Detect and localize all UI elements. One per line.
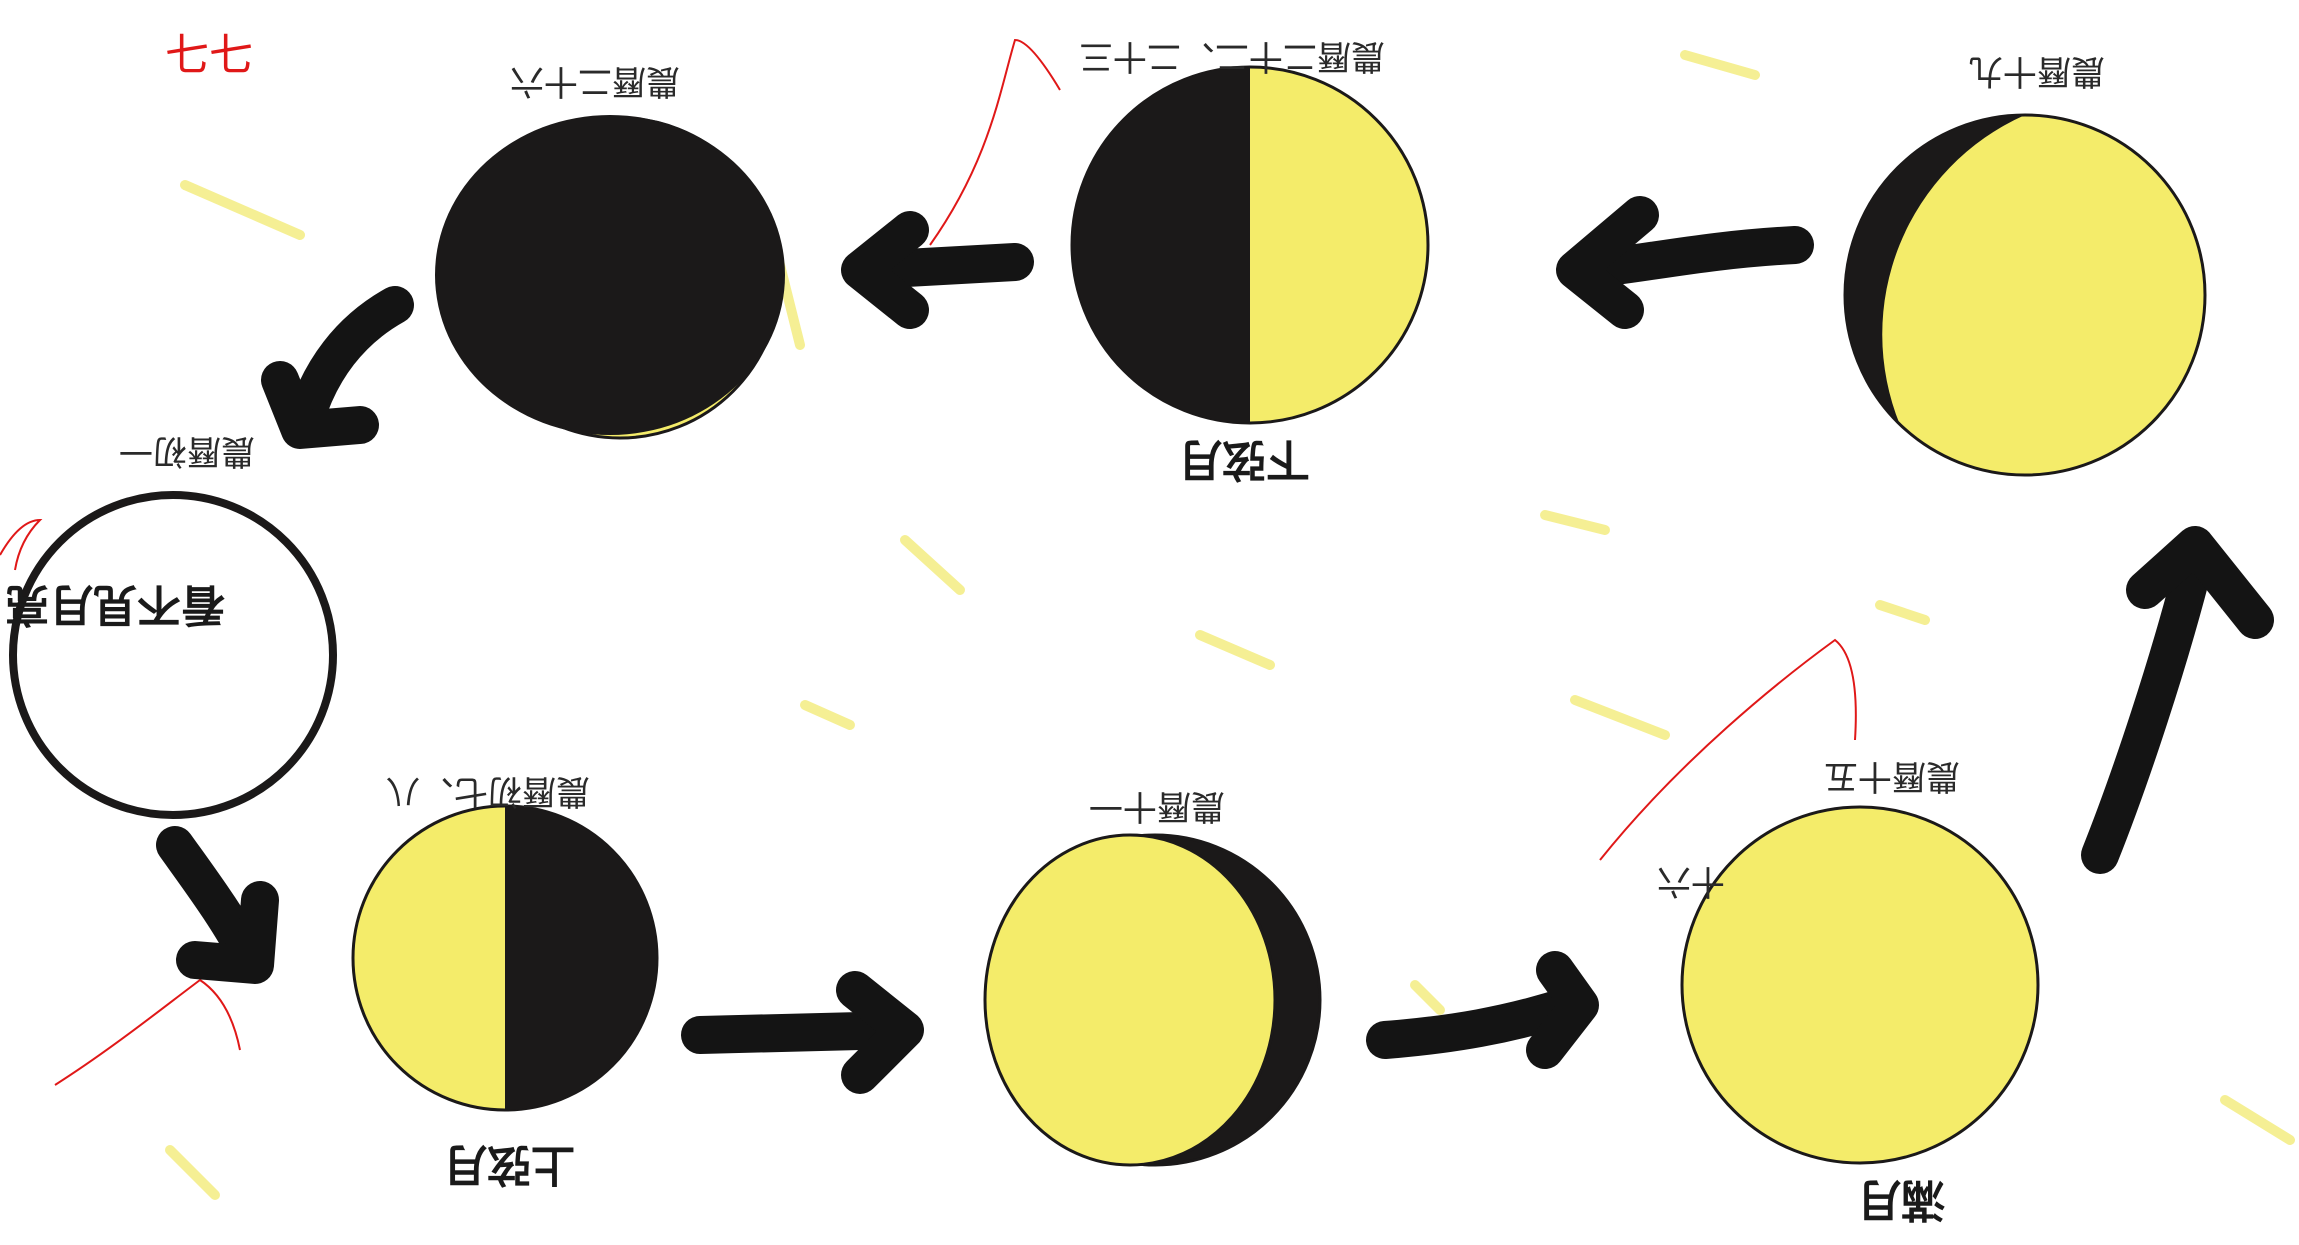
label-last-quarter-day: 農曆二十二、二十三 (1079, 36, 1385, 76)
moon-first-quarter (353, 806, 657, 1110)
moon-new (13, 495, 333, 815)
moon-day-19 (1844, 115, 2205, 475)
label-center: 看不見月亮 (5, 579, 225, 630)
label-first-quarter-day: 農曆初七、八 (386, 771, 590, 811)
label-last-quarter-name: 下弦月 (1178, 434, 1310, 485)
label-day-19: 農曆十九 (1969, 51, 2105, 91)
label-day-26: 農曆二十六 (510, 61, 680, 101)
arrow-26-to-new (305, 305, 395, 420)
label-day-11: 農曆十一 (1089, 786, 1225, 826)
moon-day-11 (985, 835, 1320, 1165)
label-new-moon-day: 農曆初一 (119, 431, 255, 471)
label-full-moon-name: 滿月 (1857, 1174, 1945, 1225)
moon-last-quarter (1072, 67, 1428, 423)
arrow-firstq-to-11 (700, 1030, 900, 1035)
label-full-moon-note: 十六 (1657, 861, 1725, 901)
label-first-quarter-name: 上弦月 (443, 1139, 575, 1190)
moon-day-26 (435, 115, 785, 438)
moon-full (1682, 807, 2038, 1163)
corner-mark: 七七 (165, 30, 253, 81)
label-full-moon-day: 農曆十五 (1824, 756, 1960, 796)
